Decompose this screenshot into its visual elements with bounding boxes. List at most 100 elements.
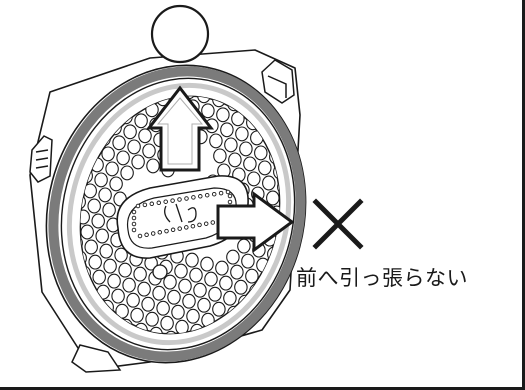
perforation-hole: [133, 266, 147, 282]
perforation-hole: [209, 133, 223, 149]
perforation-hole: [94, 172, 108, 188]
cap-dot: [150, 231, 156, 236]
perforation-hole: [146, 158, 160, 174]
perforation-hole: [189, 267, 203, 283]
perforation-hole: [174, 263, 188, 279]
perforation-hole: [262, 175, 276, 191]
cap-dot: [227, 193, 233, 199]
caption-do-not-pull-forward: 前へ引っ張らない: [296, 266, 468, 290]
perforation-hole: [208, 286, 222, 302]
perforation-hole: [107, 273, 121, 289]
cap-dot: [142, 202, 148, 208]
cap-dot: [227, 199, 233, 205]
perforation-hole: [237, 238, 251, 254]
latch-tab: [261, 59, 295, 104]
cap-dot: [225, 189, 231, 195]
perforation-hole: [234, 279, 248, 295]
cap-dot: [197, 222, 202, 228]
cap-dot: [149, 201, 155, 207]
perforation-hole: [114, 247, 128, 263]
cap-dot: [211, 191, 217, 197]
cap-dot: [190, 223, 196, 229]
perforation-hole: [318, 121, 330, 135]
perforation-hole: [239, 141, 253, 157]
perforation-hole: [308, 188, 320, 202]
cap-dot: [191, 195, 196, 200]
perforation-hole: [141, 296, 155, 312]
inner-ring: [66, 82, 292, 346]
perforation-hole: [224, 346, 238, 357]
perforation-hole: [276, 332, 290, 348]
perforation-hole: [220, 122, 234, 138]
perforation-hole: [98, 187, 112, 203]
perforation-hole: [126, 292, 140, 308]
cap-dot: [131, 209, 137, 215]
perforation-hole: [245, 268, 259, 284]
cap-dot: [170, 227, 176, 233]
perforation-hole: [243, 156, 257, 172]
perforation-hole: [315, 162, 327, 176]
cap-dot: [164, 228, 169, 234]
perforation-hole: [92, 269, 106, 285]
bottom-tab: [71, 344, 122, 373]
perforation-hole: [105, 161, 119, 177]
perforation-hole: [145, 311, 159, 327]
perforation-hole: [163, 274, 177, 290]
side-clip: [29, 135, 53, 183]
perforation-hole: [228, 152, 242, 168]
cap-dot: [144, 232, 149, 238]
perforation-hole: [156, 300, 170, 316]
perforation-hole: [266, 190, 280, 206]
perforation-hole: [212, 301, 226, 317]
perforation-hole: [322, 136, 334, 150]
perforation-hole: [185, 252, 199, 268]
cap-dot: [203, 221, 209, 226]
perforation-hole: [311, 147, 323, 161]
perforation-hole: [258, 160, 272, 176]
perforation-hole: [186, 308, 200, 324]
perforation-hole: [122, 277, 136, 293]
perforation-hole: [301, 116, 306, 132]
cap-dot: [137, 233, 143, 239]
perforation-hole: [216, 107, 230, 123]
perforation-hole: [88, 254, 102, 270]
perforation-hole: [254, 145, 268, 161]
perforation-hole: [112, 135, 126, 151]
perforation-hole: [326, 151, 338, 165]
cap-dot: [210, 220, 216, 225]
perforation-hole: [239, 350, 253, 357]
perforation-hole: [226, 249, 240, 265]
perforation-hole: [99, 243, 113, 259]
perforation-hole: [142, 143, 156, 159]
perforation-hole: [95, 228, 109, 244]
perforation-hole: [261, 328, 275, 344]
perforation-hole: [160, 315, 174, 331]
cap-dot: [198, 194, 203, 199]
perforation-hole: [175, 319, 189, 335]
gasket-ring: [48, 66, 306, 362]
perforation-hole: [138, 128, 152, 144]
perforation-hole: [26, 280, 38, 294]
perforation-hole: [152, 285, 166, 301]
perforation-hole: [84, 239, 98, 255]
perforation-hole: [127, 139, 141, 155]
perforation-hole: [102, 202, 116, 218]
perforation-hole: [30, 295, 42, 309]
perforation-hole: [80, 224, 94, 240]
perforation-hole: [116, 150, 130, 166]
cap-dot: [131, 215, 137, 221]
perforation-hole: [270, 359, 282, 373]
perforation-hole: [101, 146, 115, 162]
cross-ng-icon: [312, 198, 364, 250]
perforation-hole: [254, 354, 268, 357]
perforation-hole: [91, 213, 105, 229]
perforation-hole: [171, 304, 185, 320]
perforation-hole: [109, 176, 123, 192]
perforation-hole: [137, 281, 151, 297]
cap-dot: [184, 196, 189, 201]
cap-dot: [170, 198, 175, 203]
perforation-hole: [272, 317, 286, 333]
cap-dot: [163, 199, 168, 204]
